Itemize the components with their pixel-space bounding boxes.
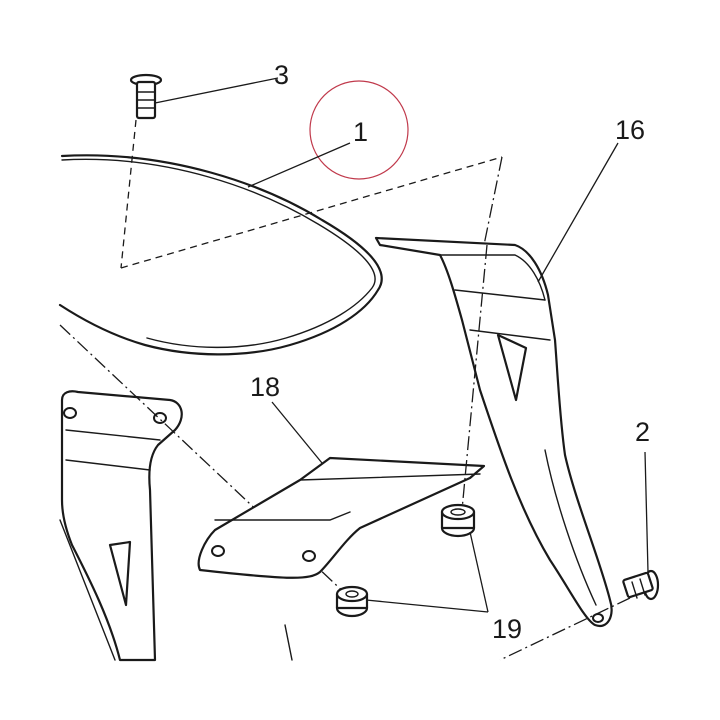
screw-part-2 [622, 569, 660, 601]
bracket-hole [302, 550, 316, 562]
callout-16: 16 [615, 115, 645, 145]
leader-lines [154, 77, 649, 613]
nut-part-19-lower [335, 585, 369, 618]
callout-18: 18 [250, 372, 280, 402]
left-bracket [59, 390, 293, 662]
bracket-hole [211, 545, 225, 557]
nut-part-19-upper [440, 503, 476, 538]
bracket-hole [592, 613, 604, 623]
bracket-hole [63, 407, 77, 419]
bracket-slot [496, 333, 528, 402]
bracket-part-16 [374, 236, 613, 628]
fender-part-1 [58, 154, 383, 356]
screw-part-3 [129, 73, 163, 120]
assembly-line-screw [499, 597, 631, 661]
highlight-circle [309, 80, 409, 180]
assembly-line-fender [120, 119, 503, 269]
callout-19: 19 [492, 614, 522, 644]
callout-3: 3 [274, 60, 289, 90]
bracket-slot [108, 540, 132, 607]
callout-1: 1 [353, 117, 368, 147]
assembly-line-bolt [461, 244, 488, 511]
callout-2: 2 [635, 417, 650, 447]
bracket-part-18 [197, 456, 486, 579]
